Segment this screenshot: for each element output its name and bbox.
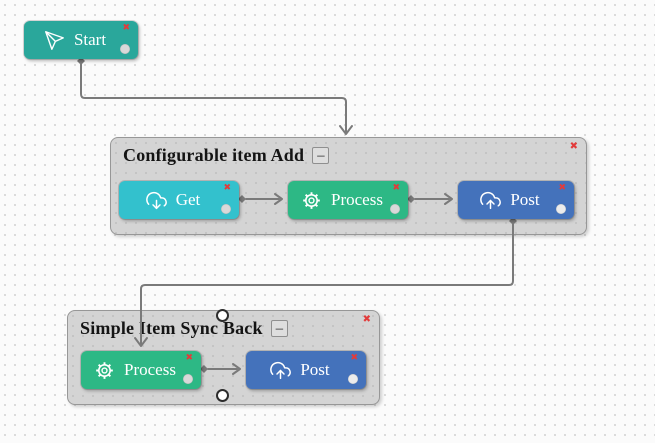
group-port-bottom[interactable] <box>216 389 229 402</box>
cloud-download-icon <box>145 191 167 209</box>
node-label: Post <box>510 190 540 209</box>
close-icon[interactable]: ✖ <box>185 353 193 363</box>
node-label: Process <box>124 360 176 379</box>
cloud-upload-icon <box>480 191 502 209</box>
node-port[interactable] <box>120 44 130 54</box>
node-port[interactable] <box>390 204 400 214</box>
node-port[interactable] <box>556 204 566 214</box>
close-icon[interactable]: ✖ <box>558 183 566 193</box>
paper-plane-icon <box>44 30 64 50</box>
collapse-icon[interactable]: − <box>270 320 288 337</box>
gear-icon <box>303 191 320 209</box>
node-port[interactable] <box>221 204 231 214</box>
node-port[interactable] <box>183 374 193 384</box>
node-process-1[interactable]: Process ✖ <box>288 181 408 219</box>
cloud-upload-icon <box>270 361 292 379</box>
node-label: Process <box>331 190 383 209</box>
close-icon[interactable]: ✖ <box>223 183 231 193</box>
group-port-top[interactable] <box>216 309 229 322</box>
node-label: Post <box>300 360 330 379</box>
node-port[interactable] <box>348 374 358 384</box>
node-get[interactable]: Get ✖ <box>119 181 239 219</box>
node-post-1[interactable]: Post ✖ <box>458 181 574 219</box>
group-header: Simple Item Sync Back − <box>80 318 288 339</box>
close-icon[interactable]: ✖ <box>362 314 371 325</box>
group-header: Configurable item Add − <box>123 145 330 166</box>
node-start[interactable]: Start ✖ <box>24 21 138 59</box>
node-label: Get <box>175 190 201 209</box>
gear-icon <box>96 361 113 379</box>
group-configurable-item-add[interactable]: Configurable item Add − ✖ Get ✖ Process … <box>110 137 587 235</box>
collapse-icon[interactable]: − <box>312 147 330 164</box>
close-icon[interactable]: ✖ <box>569 141 578 152</box>
close-icon[interactable]: ✖ <box>392 183 400 193</box>
group-title: Configurable item Add <box>123 145 305 165</box>
close-icon[interactable]: ✖ <box>122 23 130 33</box>
node-post-2[interactable]: Post ✖ <box>246 351 366 389</box>
node-process-2[interactable]: Process ✖ <box>81 351 201 389</box>
node-label: Start <box>73 30 107 49</box>
group-title: Simple Item Sync Back <box>80 318 263 338</box>
close-icon[interactable]: ✖ <box>350 353 358 363</box>
